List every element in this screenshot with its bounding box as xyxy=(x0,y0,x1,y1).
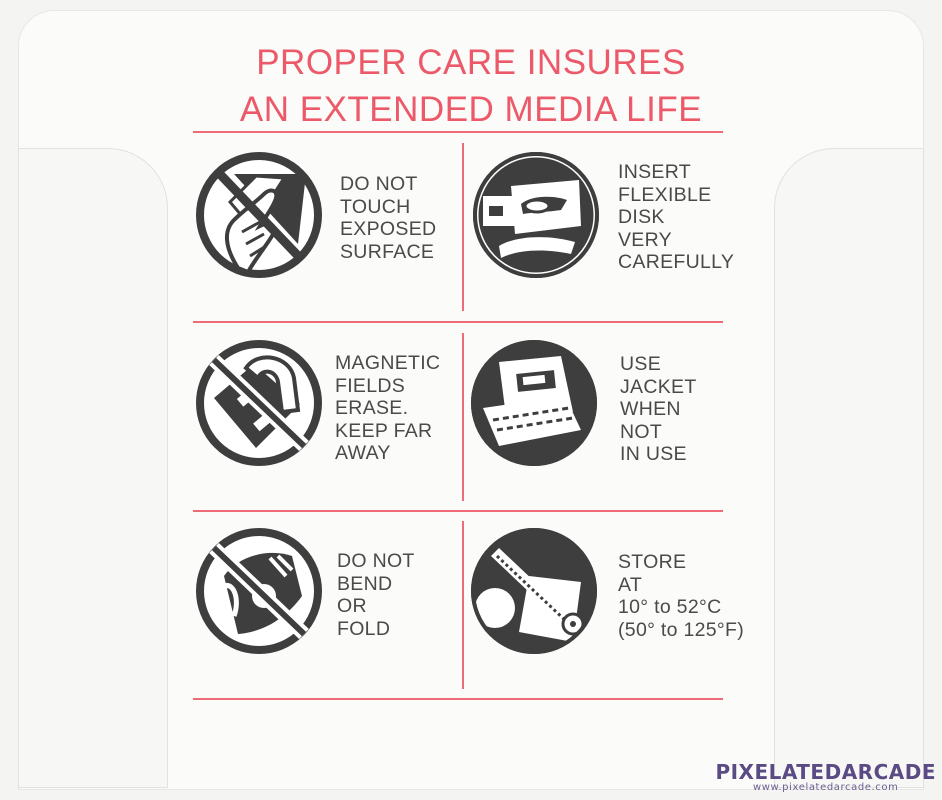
magnet-prohibited-icon xyxy=(194,338,324,468)
divider-col-3 xyxy=(462,521,464,689)
caption-line: MAGNETIC xyxy=(335,352,441,374)
divider-row-2 xyxy=(193,510,723,512)
caption-line: TOUCH xyxy=(340,195,411,218)
caption-line: OR xyxy=(337,595,367,617)
caption-line: BEND xyxy=(337,572,393,595)
caption-line: WHEN xyxy=(620,398,681,420)
finger-touching-disk-icon xyxy=(194,150,324,280)
thermometer-icon xyxy=(469,526,599,656)
caption-line: DO NOT xyxy=(337,550,415,572)
caption-line: ERASE. xyxy=(335,397,409,419)
divider-bottom xyxy=(193,698,723,700)
watermark-brand: PIXELATEDARCADE xyxy=(715,760,936,784)
caption-line: IN USE xyxy=(620,443,687,465)
divider-top xyxy=(193,131,723,133)
heading-line-2: AN EXTENDED MEDIA LIFE xyxy=(239,90,703,129)
caption-line: 10° to 52°C xyxy=(618,596,722,618)
disk-in-jacket-icon xyxy=(469,338,599,468)
caption-line: USE xyxy=(620,353,661,375)
caption-line: STORE xyxy=(618,551,687,573)
caption-line: DO NOT xyxy=(340,173,418,195)
caption-line: KEEP FAR xyxy=(335,419,433,442)
tip-1-caption: DO NOT TOUCH EXPOSED SURFACE xyxy=(340,173,436,263)
divider-col-2 xyxy=(462,333,464,501)
caption-line: (50° to 125°F) xyxy=(618,618,745,641)
watermark: PIXELATEDARCADE www.pixelatedarcade.com xyxy=(715,762,936,794)
caption-line: FIELDS xyxy=(335,374,406,397)
divider-row-1 xyxy=(193,321,723,323)
caption-line: CAREFULLY xyxy=(618,251,735,273)
disk-insert-drive-icon xyxy=(471,150,601,280)
tip-4-caption: USE JACKET WHEN NOT IN USE xyxy=(620,353,697,466)
disk-sleeve xyxy=(18,10,924,790)
caption-line: SURFACE xyxy=(340,240,435,263)
left-sleeve-flap xyxy=(18,148,168,788)
heading-line-1: PROPER CARE INSURES xyxy=(256,43,686,82)
caption-line: INSERT xyxy=(618,161,691,183)
caption-line: FLEXIBLE xyxy=(618,183,712,206)
caption-line: AT xyxy=(618,573,643,596)
caption-line: NOT xyxy=(620,420,663,443)
caption-line: JACKET xyxy=(620,375,697,398)
caption-line: FOLD xyxy=(337,617,391,640)
bent-disk-prohibited-icon xyxy=(194,526,324,656)
caption-line: AWAY xyxy=(335,442,391,464)
caption-line: DISK xyxy=(618,206,665,228)
tip-3-caption: MAGNETIC FIELDS ERASE. KEEP FAR AWAY xyxy=(335,352,440,465)
caption-line: VERY xyxy=(618,228,672,251)
tip-2-caption: INSERT FLEXIBLE DISK VERY CAREFULLY xyxy=(618,161,734,274)
tip-6-caption: STORE AT 10° to 52°C (50° to 125°F) xyxy=(618,551,744,641)
watermark-url: www.pixelatedarcade.com xyxy=(752,782,899,793)
divider-col-1 xyxy=(462,143,464,311)
right-sleeve-flap xyxy=(774,148,924,788)
tip-5-caption: DO NOT BEND OR FOLD xyxy=(337,550,415,640)
caption-line: EXPOSED xyxy=(340,218,437,240)
